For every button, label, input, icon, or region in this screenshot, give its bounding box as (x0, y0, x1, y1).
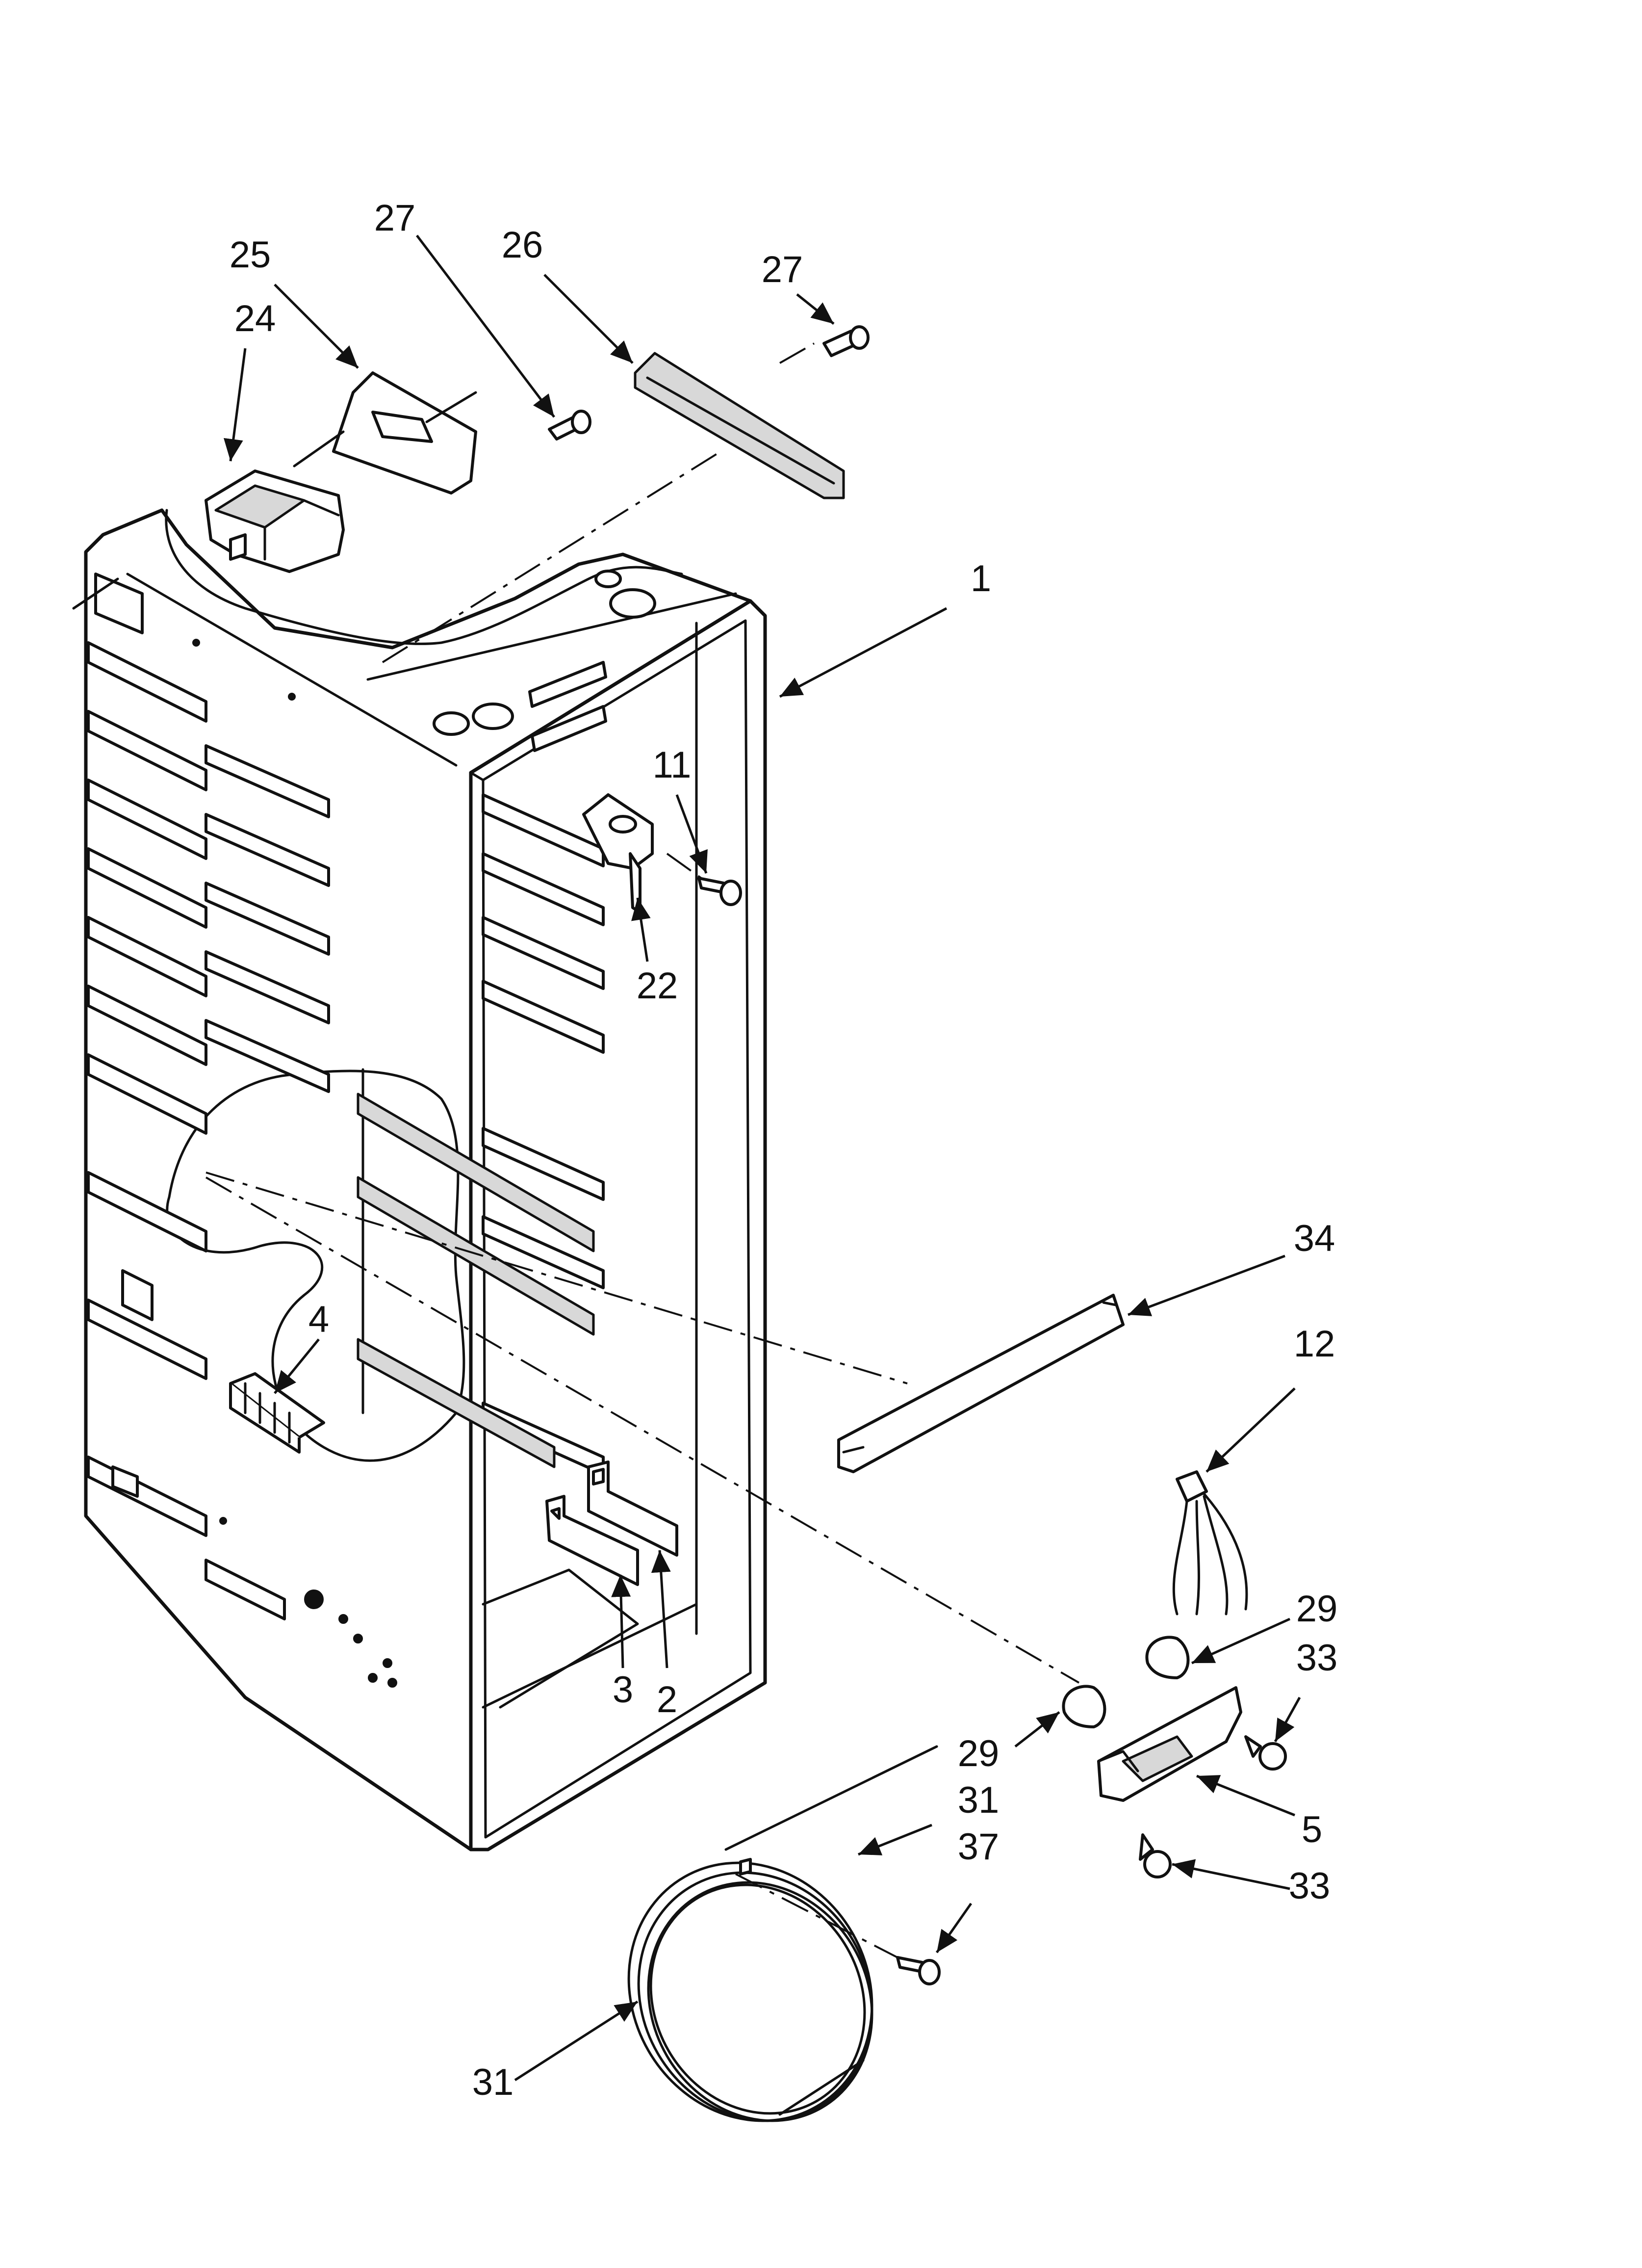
part-26-trim-strip (634, 352, 845, 499)
part-31-tubing-coil (627, 1745, 938, 2122)
part-33-screw-lower (1139, 1833, 1172, 1878)
part-34-shield (837, 1294, 1125, 1473)
callout-33-upper: 33 (1296, 1637, 1338, 1679)
part-12-wire-harness (1172, 1470, 1248, 1616)
part-2-bracket (587, 1460, 678, 1557)
shelf-rails-right (482, 661, 607, 1476)
callout-labels: 25 27 26 27 24 1 11 22 34 12 4 29 33 29 … (230, 197, 1338, 2103)
callout-1: 1 (971, 558, 991, 600)
callout-27-left: 27 (374, 197, 416, 239)
callout-4: 4 (308, 1299, 329, 1340)
alignment-lines (205, 342, 1080, 1958)
part-25-bracket (293, 371, 477, 495)
callout-29-lower: 29 (958, 1733, 1000, 1774)
part-24-control-housing (205, 469, 345, 573)
callout-33-lower: 33 (1289, 1865, 1331, 1907)
callout-37: 37 (958, 1826, 1000, 1868)
part-3-bracket (545, 1495, 639, 1586)
part-27-screw-right (822, 325, 870, 357)
callout-26: 26 (502, 224, 543, 266)
callout-2: 2 (657, 1679, 677, 1721)
callout-27-right: 27 (762, 249, 803, 290)
shelf-rails-left (87, 641, 330, 1620)
part-37-screw (896, 1956, 941, 1985)
crisper-rails (357, 1093, 595, 1468)
part-5-housing (1097, 1686, 1242, 1802)
callout-5: 5 (1302, 1809, 1322, 1851)
part-4-vent-insert (229, 1372, 325, 1454)
part-27-screw-left (548, 410, 591, 441)
callout-25: 25 (230, 234, 271, 276)
part-29-plug-lower (1062, 1685, 1106, 1728)
callout-22: 22 (637, 965, 678, 1007)
part-33-screw-upper (1244, 1735, 1287, 1771)
callout-3: 3 (613, 1669, 633, 1711)
leader-arrows (223, 235, 1301, 2082)
part-11-screw (697, 877, 742, 906)
callout-29-upper: 29 (1296, 1588, 1338, 1630)
callout-31-upper: 31 (958, 1779, 1000, 1821)
callout-12: 12 (1294, 1323, 1335, 1365)
callout-11: 11 (653, 744, 692, 786)
callout-34: 34 (1294, 1218, 1335, 1259)
part-29-plug-upper (1145, 1636, 1190, 1679)
callout-31-lower: 31 (472, 2061, 514, 2103)
refrigerator-liner (72, 508, 767, 1851)
callout-24: 24 (234, 298, 276, 339)
